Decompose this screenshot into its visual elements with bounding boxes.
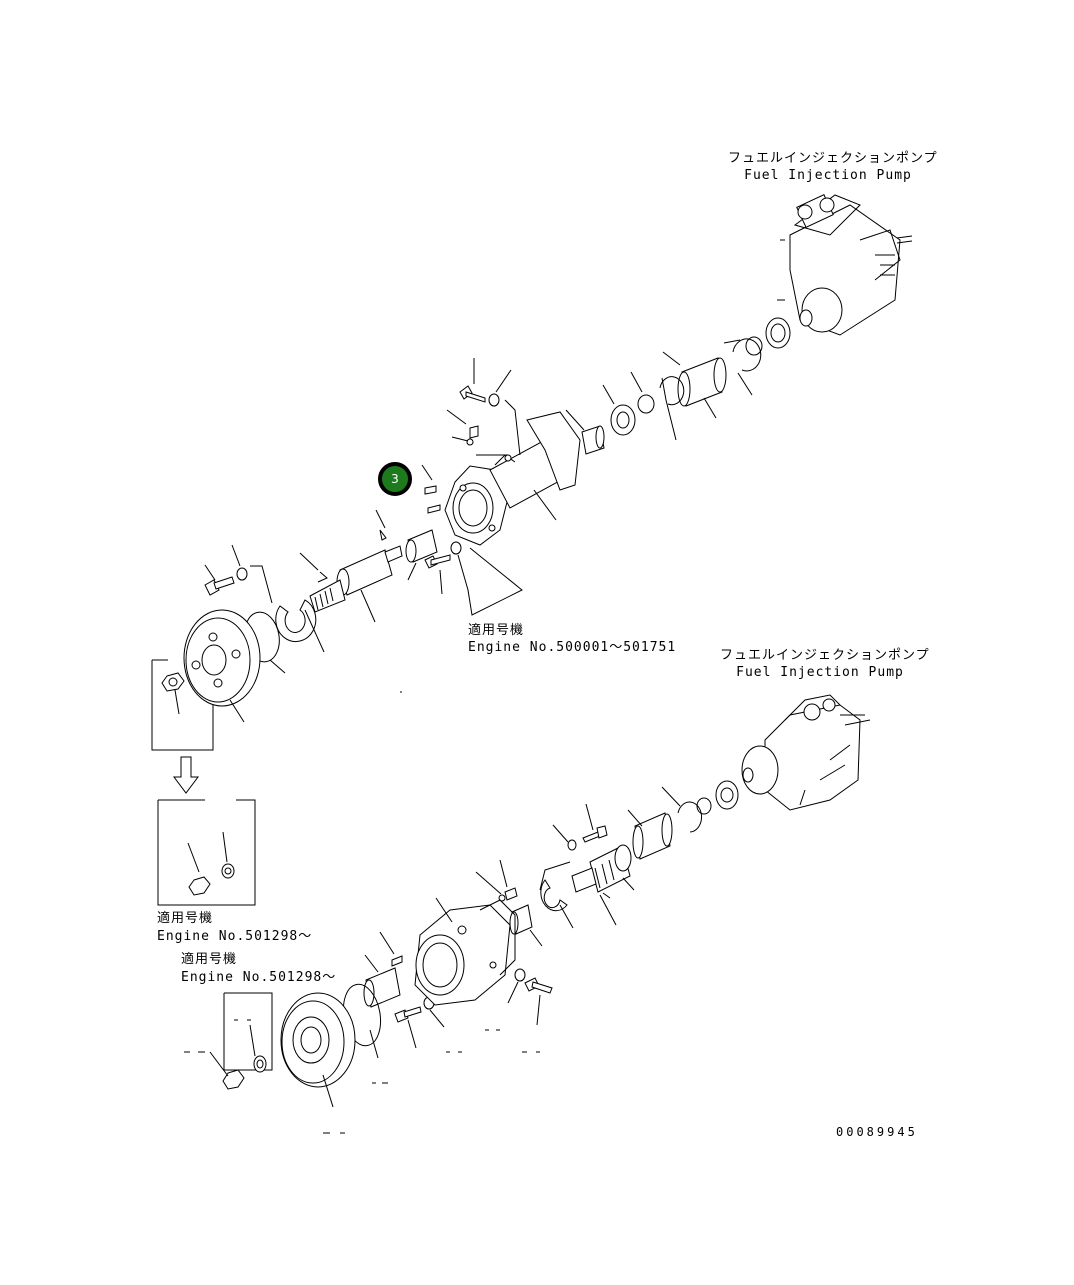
serial-note-3-en: Engine No.501298～ xyxy=(181,970,337,985)
serial-note-3-jp: 適用号機 xyxy=(181,952,238,967)
top-idler-shaft xyxy=(309,545,403,613)
serial-note-1-jp: 適用号機 xyxy=(468,623,525,638)
bottom-leader-lines xyxy=(209,786,681,1108)
bottom-gear-housing xyxy=(414,899,516,1006)
inset-nut-washer-box xyxy=(157,799,256,906)
bottom-pump-label-jp: フュエルインジェクションポンプ xyxy=(720,648,930,663)
bottom-thrust-plate xyxy=(540,879,568,912)
top-pump-label-en: Fuel Injection Pump xyxy=(744,168,912,183)
bottom-sleeve xyxy=(363,967,401,1008)
drawing-number: 00089945 xyxy=(836,1125,918,1139)
top-idler-gear xyxy=(183,609,261,707)
bottom-drive-gear-stack xyxy=(632,780,739,860)
top-drive-gear-stack xyxy=(581,317,791,455)
top-fasteners xyxy=(379,385,500,569)
callout-number: 3 xyxy=(391,472,399,486)
dash-marks xyxy=(184,691,540,1134)
top-pump-label-jp: フュエルインジェクションポンプ xyxy=(728,151,938,166)
bottom-pump-label-en: Fuel Injection Pump xyxy=(736,665,904,680)
bottom-idler-gear xyxy=(280,992,356,1088)
bottom-idler-shaft xyxy=(571,844,632,899)
top-gear-bolt xyxy=(204,567,248,596)
serial-note-2-jp: 適用号機 xyxy=(157,911,214,926)
top-leader-lines xyxy=(174,339,753,873)
bottom-bushing xyxy=(509,904,533,935)
top-nut-inset xyxy=(151,659,214,751)
top-thrust-plate xyxy=(275,599,317,643)
serial-note-2-en: Engine No.501298～ xyxy=(157,929,313,944)
top-fuel-injection-pump xyxy=(777,194,913,336)
top-bushing xyxy=(405,529,438,563)
callout-marker-3[interactable]: 3 xyxy=(378,462,412,496)
bottom-fuel-injection-pump xyxy=(741,694,871,811)
bottom-nut-inset xyxy=(222,992,273,1090)
top-gear-housing xyxy=(444,411,581,546)
serial-note-1-en: Engine No.500001～501751 xyxy=(468,640,677,655)
down-arrow-icon xyxy=(173,756,199,794)
